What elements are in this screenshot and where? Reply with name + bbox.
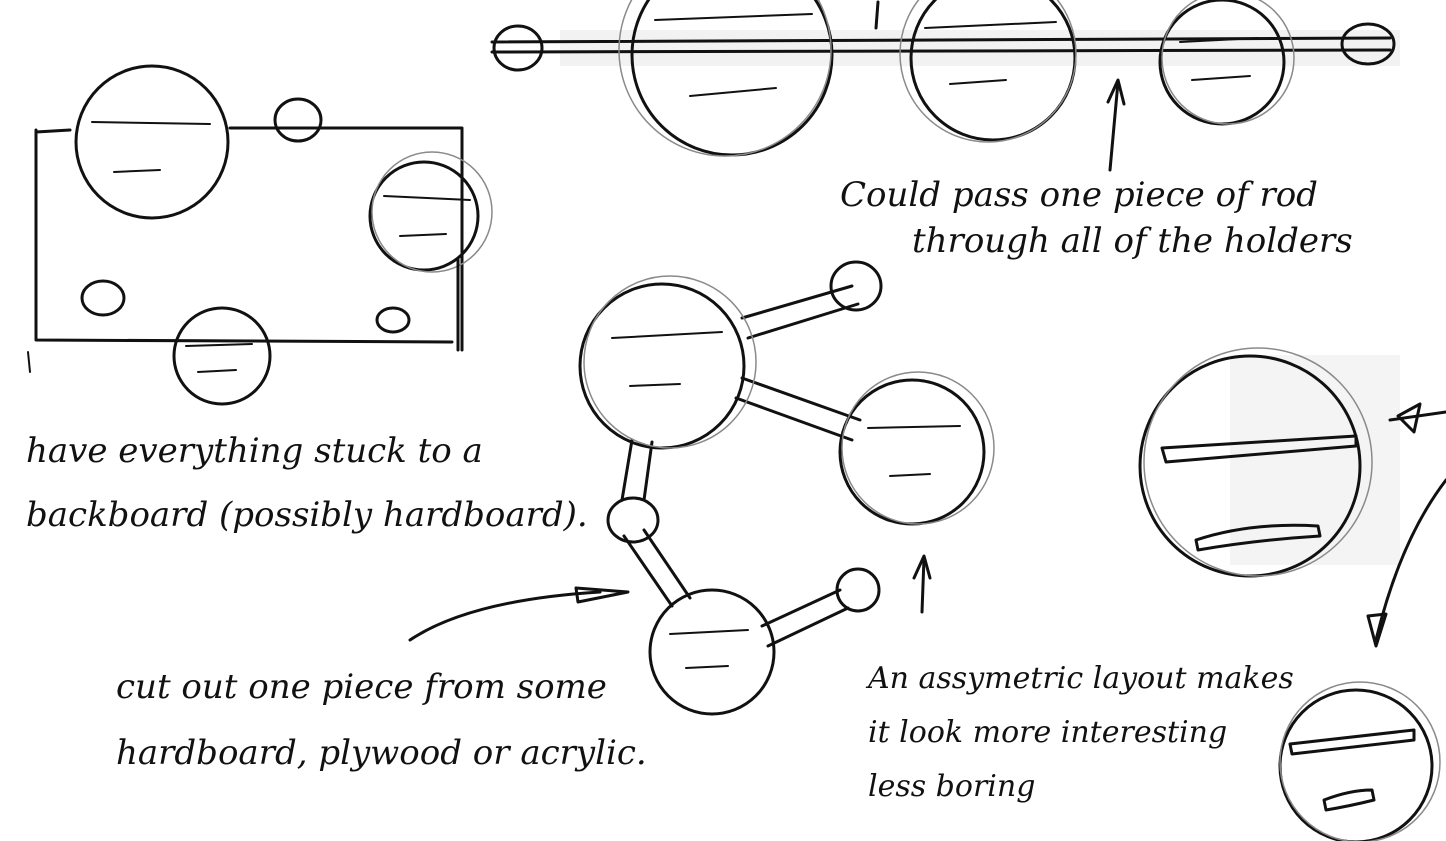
cutout-annotation-line-1: cut out one piece from some <box>116 667 607 707</box>
backboard-edge-tick <box>27 351 31 373</box>
arm-to-joint <box>620 438 654 502</box>
backboard-holder-large-slot <box>91 121 211 125</box>
detail-pointer-upper-arrowhead <box>1396 402 1422 434</box>
detail-holder-small-slot-top <box>1288 728 1416 756</box>
detail-holder-small-slot-bottom <box>1322 788 1376 812</box>
backboard-small-knob <box>273 97 323 143</box>
holder-detail-sketch <box>1138 347 1446 841</box>
detail-shadow-patch <box>1230 355 1400 565</box>
cutout-holder-large-slot-bottom <box>629 383 681 387</box>
rod-annotation-line-2: through all of the holders <box>912 221 1353 261</box>
holder-slot-small-bottom <box>1191 75 1251 81</box>
backboard-holder-right <box>368 160 480 272</box>
photo-shadow-band <box>560 30 1400 66</box>
rod-annotation: Could pass one piece of rod through all … <box>840 172 1353 264</box>
detail-holder-large-slot-top <box>1160 434 1358 464</box>
cutout-holder-large <box>578 282 746 450</box>
cutout-joint-knob <box>606 496 660 544</box>
holder-slot-medium-bottom <box>949 79 1007 85</box>
backboard-outline-left-bottom <box>34 128 454 344</box>
backboard-holder-bottom <box>172 306 272 406</box>
cutout-knob-upper <box>829 260 883 312</box>
rod-pointer-arrowhead <box>1106 78 1126 106</box>
holder-circle-medium <box>909 0 1077 142</box>
rod-end-knob-right <box>1340 22 1396 66</box>
holder-circle-small-shadow <box>1161 0 1295 125</box>
holder-slot-medium-top <box>924 21 1057 29</box>
cutout-holder-right <box>838 378 986 526</box>
layout-annotation-line-1: An assymetric layout makes <box>868 661 1294 696</box>
backboard-holder-large <box>74 64 230 220</box>
backboard-sketch <box>27 64 493 406</box>
backboard-screw-hole-left <box>80 279 126 317</box>
cutout-holder-right-slot-bottom <box>889 473 931 477</box>
backboard-annotation-line-1: have everything stuck to a <box>26 431 483 471</box>
backboard-holder-large-slot-bottom <box>113 169 161 173</box>
cutout-holder-large-shadow <box>583 275 757 449</box>
detail-holder-large-slot-bottom <box>1194 523 1322 552</box>
cutout-holder-bottom-slot-lower <box>685 665 729 669</box>
backboard-annotation-line-2: backboard (possibly hardboard). <box>26 495 588 535</box>
backboard-annotation: have everything stuck to a backboard (po… <box>26 428 588 538</box>
layout-annotation: An assymetric layout makes it look more … <box>868 652 1294 814</box>
layout-annotation-line-2: it look more interesting <box>868 715 1228 750</box>
holder-slot-large-top <box>654 13 813 21</box>
arm-to-holder-right <box>734 376 862 442</box>
detail-pointer-arrowhead <box>1366 612 1388 648</box>
cutout-holder-bottom <box>648 588 776 716</box>
layout-pointer-arrowhead <box>912 554 932 580</box>
asymmetric-cutout-sketch <box>408 260 995 716</box>
backboard-outline-top-right <box>34 126 464 352</box>
detail-holder-large-shadow <box>1143 347 1373 577</box>
layout-pointer-arrow <box>920 556 926 614</box>
rod-support-stroke <box>874 0 880 30</box>
cutout-holder-large-slot <box>611 331 723 339</box>
backboard-holder-right-shadow <box>371 151 493 273</box>
cutout-holder-bottom-slot <box>669 629 749 635</box>
rod-through-holders-sketch <box>490 0 1400 172</box>
layout-annotation-line-3: less boring <box>868 769 1036 804</box>
cutout-knob-lower <box>835 567 881 613</box>
cutout-pointer-arrowhead <box>574 586 630 604</box>
arm-to-knob-upper <box>740 284 860 340</box>
rod-end-knob-left <box>492 24 544 72</box>
backboard-holder-right-slot <box>383 195 471 201</box>
holder-circle-large-shadow <box>618 0 832 157</box>
detail-holder-small-shadow <box>1279 681 1441 841</box>
cutout-holder-right-shadow <box>841 371 995 525</box>
arm-joint-to-lower <box>622 528 692 608</box>
rod-line-bottom <box>490 48 1392 54</box>
rod-annotation-line-1: Could pass one piece of rod <box>840 175 1318 215</box>
backboard-holder-right-slot-bottom <box>399 233 447 237</box>
cutout-pointer-curve <box>408 590 602 642</box>
holder-circle-medium-shadow <box>899 0 1077 143</box>
backboard-holder-bottom-slot <box>185 343 253 347</box>
rod-pointer-arrow <box>1108 80 1120 172</box>
holder-slot-large-bottom <box>689 87 777 97</box>
cutout-annotation: cut out one piece from some hardboard, p… <box>116 664 647 776</box>
backboard-screw-hole-right <box>375 306 411 334</box>
arm-to-knob-lower <box>760 588 850 648</box>
holder-circle-large <box>630 0 834 157</box>
holder-slot-small-top <box>1179 37 1259 43</box>
backboard-holder-bottom-slot-lower <box>197 369 237 373</box>
detail-pointer-curve <box>1374 478 1446 642</box>
cutout-annotation-line-2: hardboard, plywood or acrylic. <box>116 733 647 773</box>
cutout-holder-right-slot <box>867 425 961 429</box>
